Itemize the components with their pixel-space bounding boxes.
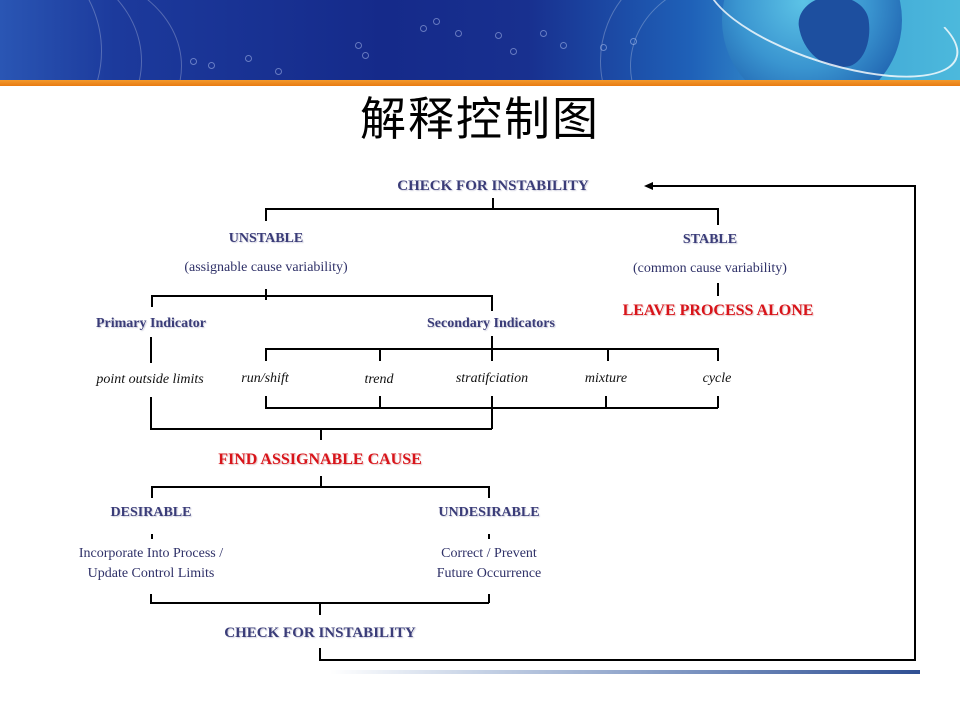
- primary-indicator-label: Primary Indicator: [95, 316, 207, 331]
- connector-line: [607, 348, 609, 361]
- undesirable-action-line2: Future Occurrence: [436, 566, 542, 581]
- header-accent-stripe: [0, 80, 960, 86]
- decorative-arc: [0, 0, 182, 80]
- connector-line: [265, 407, 718, 409]
- unstable-label: UNSTABLE: [228, 231, 304, 246]
- connector-line: [488, 594, 490, 603]
- secondary-item-run-shift: run/shift: [241, 371, 289, 386]
- constellation-dot: [190, 58, 197, 65]
- connector-line: [150, 397, 152, 429]
- constellation-dot: [355, 42, 362, 49]
- connector-line: [491, 348, 493, 361]
- secondary-item-mixture: mixture: [584, 371, 628, 386]
- connector-line: [265, 208, 267, 221]
- constellation-dot: [600, 44, 607, 51]
- secondary-item-cycle: cycle: [702, 371, 732, 386]
- connector-line: [379, 396, 381, 408]
- constellation-dot: [510, 48, 517, 55]
- connector-line: [265, 396, 267, 408]
- secondary-item-stratification: stratifciation: [455, 371, 529, 386]
- connector-line: [492, 198, 494, 209]
- connector-line: [265, 348, 267, 361]
- undesirable-action-line1: Correct / Prevent: [441, 546, 537, 561]
- constellation-dot: [362, 52, 369, 59]
- secondary-item-trend: trend: [364, 372, 394, 387]
- connector-line: [488, 534, 490, 539]
- constellation-dot: [275, 68, 282, 75]
- stable-label: STABLE: [682, 232, 738, 247]
- connector-line: [151, 295, 492, 297]
- connector-line: [150, 337, 152, 363]
- primary-indicator-item: point outside limits: [96, 372, 204, 387]
- check-for-instability-top: CHECK FOR INSTABILITY: [397, 178, 589, 194]
- connector-line: [151, 486, 153, 498]
- connector-line: [717, 208, 719, 225]
- connector-line: [379, 348, 381, 361]
- leave-process-alone: LEAVE PROCESS ALONE: [622, 302, 814, 319]
- connector-line: [320, 428, 322, 440]
- connector-line: [717, 396, 719, 408]
- connector-line: [717, 348, 719, 361]
- constellation-dot: [433, 18, 440, 25]
- connector-line: [151, 486, 489, 488]
- header-banner: [0, 0, 960, 80]
- desirable-label: DESIRABLE: [110, 505, 192, 520]
- check-for-instability-bottom: CHECK FOR INSTABILITY: [224, 625, 416, 641]
- feedback-loop-line: [319, 648, 321, 660]
- connector-line: [491, 396, 493, 429]
- connector-line: [717, 283, 719, 296]
- secondary-indicators-label: Secondary Indicators: [427, 316, 555, 331]
- constellation-dot: [455, 30, 462, 37]
- slide-title: 解释控制图: [360, 92, 600, 146]
- feedback-loop-line: [914, 185, 916, 661]
- connector-line: [488, 486, 490, 498]
- connector-line: [151, 534, 153, 539]
- connector-line: [151, 295, 153, 307]
- feedback-loop-line: [319, 659, 915, 661]
- constellation-dot: [495, 32, 502, 39]
- connector-line: [319, 602, 321, 615]
- arrow-left-icon: [644, 182, 653, 190]
- unstable-subtitle: (assignable cause variability): [184, 260, 348, 275]
- connector-line: [491, 295, 493, 311]
- connector-line: [605, 396, 607, 408]
- connector-line: [320, 476, 322, 487]
- feedback-loop-line: [652, 185, 915, 187]
- find-assignable-cause: FIND ASSIGNABLE CAUSE: [218, 451, 422, 468]
- desirable-action-line2: Update Control Limits: [87, 566, 215, 581]
- constellation-dot: [540, 30, 547, 37]
- constellation-dot: [560, 42, 567, 49]
- connector-line: [491, 336, 493, 348]
- constellation-dot: [208, 62, 215, 69]
- constellation-dot: [630, 38, 637, 45]
- constellation-dot: [420, 25, 427, 32]
- connector-line: [150, 594, 152, 603]
- desirable-action-line1: Incorporate Into Process /: [78, 546, 224, 561]
- constellation-dot: [245, 55, 252, 62]
- connector-line: [265, 208, 718, 210]
- stable-subtitle: (common cause variability): [633, 261, 787, 276]
- footer-accent-bar: [330, 670, 920, 674]
- undesirable-label: UNDESIRABLE: [438, 505, 540, 520]
- connector-line: [265, 289, 267, 300]
